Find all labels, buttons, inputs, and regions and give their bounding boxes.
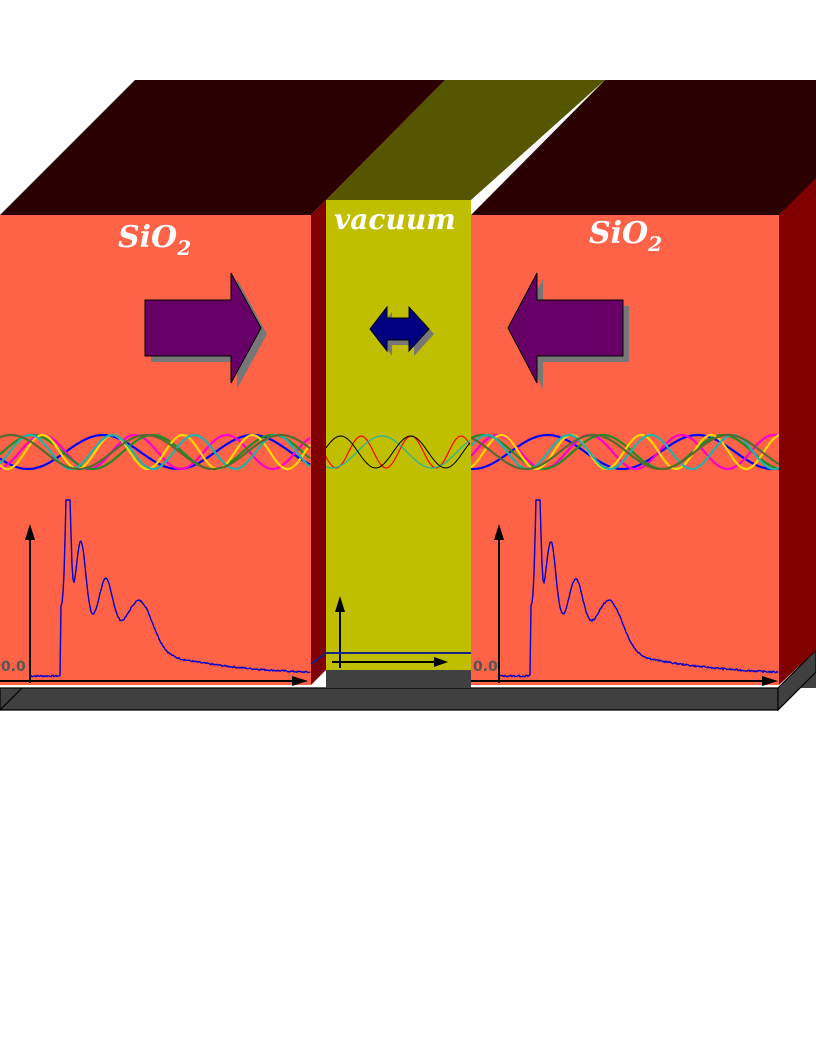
right-x-axis-arrowhead-icon	[762, 676, 778, 686]
right-y-axis-arrowhead-icon	[494, 524, 504, 540]
right-pointing-arrow-icon	[144, 272, 267, 389]
wave-line	[0, 433, 311, 471]
right-wave-bundle	[471, 433, 779, 471]
right-spectrum-plot: 0.0	[471, 499, 779, 686]
base-plate	[0, 649, 816, 712]
right-spectrum-curve	[499, 499, 779, 678]
left-pointing-arrow-icon	[507, 272, 629, 389]
wave-line	[0, 433, 311, 471]
left-origin-tick: 0.0	[1, 659, 26, 675]
left-material-label: SiO2	[118, 220, 191, 260]
vacuum-wave-line	[326, 435, 471, 469]
y-axis-arrowhead-icon	[25, 524, 35, 540]
wave-line	[471, 433, 779, 471]
wave-line	[0, 433, 311, 471]
vacuum-wave-line	[326, 435, 471, 469]
vacuum-spectrum-line	[310, 652, 471, 665]
vacuum-gap	[326, 80, 605, 688]
wave-line	[0, 433, 311, 471]
right-material-label: SiO2	[589, 216, 662, 256]
vacuum-spectrum-plot	[310, 596, 471, 668]
left-wave-bundle	[0, 433, 311, 471]
wave-line	[471, 433, 779, 471]
vacuum-wave-line	[326, 435, 471, 469]
wave-line	[471, 433, 779, 471]
right-origin-tick: 0.0	[473, 659, 498, 675]
wave-line	[0, 433, 311, 471]
gap-material-label: vacuum	[334, 203, 456, 236]
vacuum-wave-bundle	[326, 435, 471, 469]
x-axis-arrowhead-icon	[292, 676, 308, 686]
vacuum-y-axis-arrowhead-icon	[335, 596, 345, 612]
left-spectrum-curve	[29, 499, 311, 678]
double-headed-arrow-icon	[369, 305, 434, 356]
left-spectrum-plot: 0.0	[0, 499, 311, 686]
wave-line	[471, 433, 779, 471]
wave-line	[0, 433, 311, 471]
right-slab	[471, 80, 816, 685]
vacuum-x-axis-arrowhead-icon	[434, 657, 448, 667]
